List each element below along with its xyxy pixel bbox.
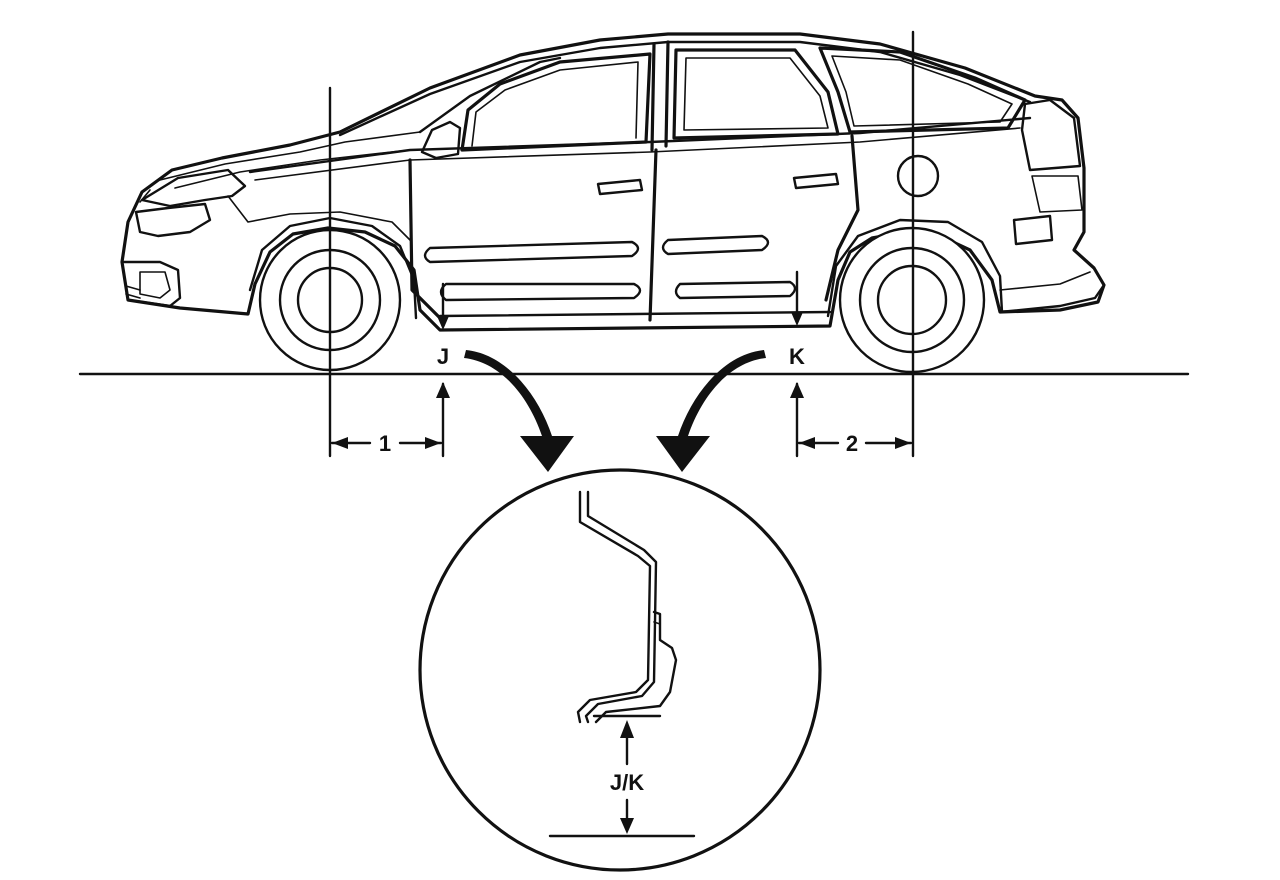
windshield <box>418 56 562 134</box>
rear-marker <box>1012 214 1054 246</box>
body-outline <box>120 32 1106 332</box>
rear-door-window <box>672 48 840 140</box>
front-door-strip-lower <box>439 282 642 302</box>
front-bumper <box>122 260 182 308</box>
dimension-2-label: 2 <box>846 431 858 456</box>
fender-crease <box>227 195 411 241</box>
callout-arrow-k <box>656 350 766 472</box>
rocker-panel-section-detail <box>576 490 678 724</box>
rocker-panel <box>438 310 832 318</box>
point-j-marker <box>437 282 449 330</box>
side-mirror <box>420 120 462 160</box>
vehicle-side-view-illustration <box>120 32 1106 374</box>
datum-arrow-k <box>790 382 804 458</box>
callout-arrow-j <box>464 350 574 472</box>
fuel-door <box>896 154 940 198</box>
quarter-window <box>818 46 1027 134</box>
tail-lamp <box>1020 98 1082 172</box>
rear-bumper <box>998 283 1106 314</box>
rear-wheel-arch <box>826 218 1004 318</box>
hood-crease <box>159 131 421 181</box>
detail-jk-dimension <box>548 720 696 838</box>
datum-arrow-j <box>436 382 450 458</box>
dimension-1-label: 1 <box>379 431 391 456</box>
point-k-label: K <box>789 344 805 369</box>
rear-door-seam <box>824 134 860 302</box>
dimension-2 <box>797 437 913 449</box>
dimension-1 <box>330 437 443 449</box>
rear-door-strip-lower <box>674 280 797 300</box>
front-door-seam <box>408 158 442 320</box>
detail-jk-label: J/K <box>610 770 644 795</box>
rear-door-handle <box>792 172 840 190</box>
b-pillar <box>650 40 670 152</box>
rear-door-strip-upper <box>661 234 770 256</box>
detail-circle <box>418 468 822 872</box>
point-k-marker <box>791 270 803 326</box>
point-j-label: J <box>437 344 449 369</box>
headlamp <box>140 168 247 208</box>
fog-lamp <box>139 271 171 299</box>
beltline <box>248 116 1032 174</box>
grille <box>134 202 212 238</box>
front-door-strip-upper <box>423 240 640 264</box>
front-door-handle <box>596 178 644 196</box>
front-door-window <box>460 52 652 152</box>
front-wheel-arch <box>248 216 418 320</box>
center-door-seam <box>648 148 658 322</box>
